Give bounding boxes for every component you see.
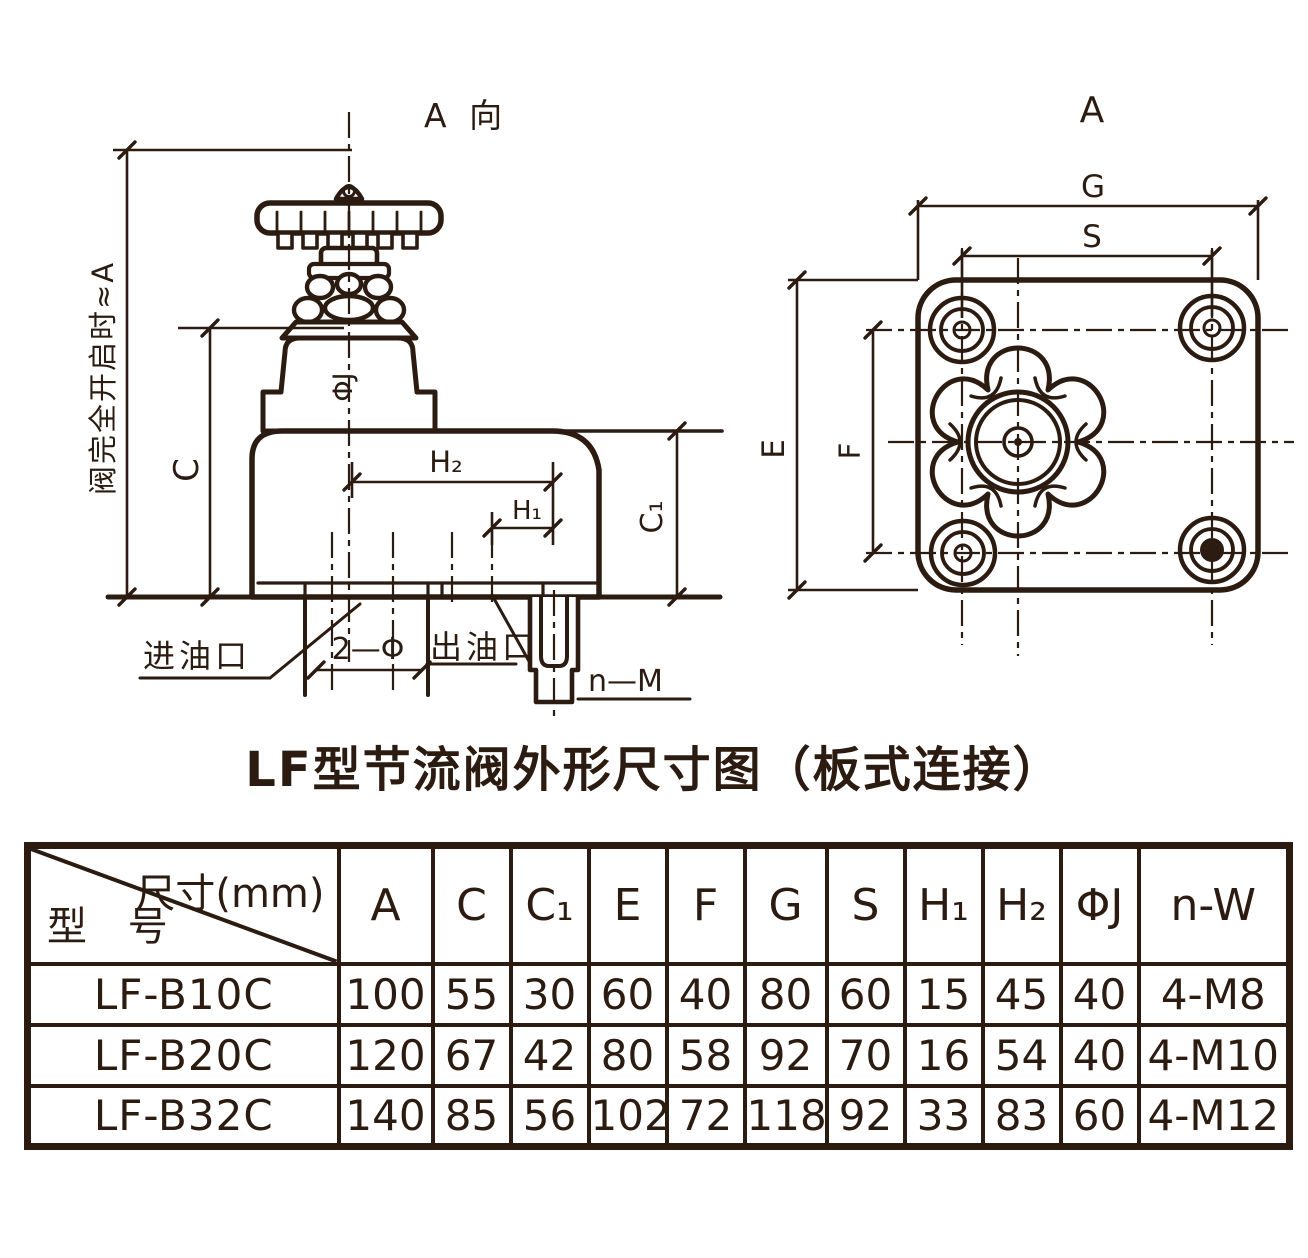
top-view-drawing: A G S E F [756, 90, 1294, 656]
col-header-phij: ΦJ [1058, 843, 1141, 966]
value-cell: 120 [336, 1022, 435, 1088]
side-dimension-lines [113, 148, 679, 672]
value-cell: 54 [980, 1022, 1063, 1088]
value-cell: 100 [336, 961, 435, 1027]
value-cell: 45 [980, 961, 1063, 1027]
value-cell: 80 [742, 961, 829, 1027]
value-cell: 72 [664, 1083, 747, 1149]
value-cell: 40 [1058, 1022, 1141, 1088]
value-cell: 80 [586, 1022, 669, 1088]
value-cell: 16 [902, 1022, 985, 1088]
table-corner-cell: 尺寸(mm) 型 号 [25, 843, 341, 966]
top-dimension-lines [788, 200, 1260, 592]
value-cell: 33 [902, 1083, 985, 1149]
col-header-h1: H₁ [902, 843, 985, 966]
corner-dim-label: 尺寸(mm) [135, 871, 325, 917]
side-leader-lines [138, 593, 692, 701]
col-header-nw: n-W [1136, 843, 1292, 966]
col-header-s: S [824, 843, 907, 966]
f-dim-label: F [833, 443, 867, 460]
value-cell: 60 [586, 961, 669, 1027]
top-dimension-ticks [787, 196, 1268, 600]
value-cell: 30 [508, 961, 591, 1027]
inlet-port-label: 进油口 [143, 637, 251, 675]
table-row: LF-B32C 140 85 56 102 72 118 92 33 83 60… [25, 1083, 1292, 1149]
value-cell: 56 [508, 1083, 591, 1149]
value-cell: 140 [336, 1083, 435, 1149]
model-cell: LF-B10C [25, 961, 341, 1027]
handwheel-teeth [276, 231, 419, 250]
phi-j-dim-label: ΦJ [328, 372, 359, 401]
value-cell: 4-M10 [1136, 1022, 1292, 1088]
inlet-stub [303, 595, 430, 697]
value-cell: 42 [508, 1022, 591, 1088]
table-row: LF-B10C 100 55 30 60 40 80 60 15 45 40 4… [25, 961, 1292, 1027]
stem-nut-cluster [291, 271, 407, 325]
technical-drawing: A 向 阀完全开启时≈A C ΦJ H₂ H₁ C₁ 进油口 2—Φ 出油口 n… [86, 90, 1294, 716]
col-header-e: E [586, 843, 669, 966]
g-dim-label: G [1081, 169, 1105, 205]
h2-dim-label: H₂ [429, 445, 462, 479]
c-dim-label: C [167, 458, 207, 482]
n-m-dim-label: n—M [588, 664, 663, 699]
value-cell: 60 [1058, 1083, 1141, 1149]
value-cell: 4-M8 [1136, 961, 1292, 1027]
value-cell: 85 [430, 1083, 513, 1149]
main-valve-body [249, 428, 602, 600]
col-header-g: G [742, 843, 829, 966]
top-view-direction-label: A [1080, 90, 1105, 131]
side-view-drawing: A 向 阀完全开启时≈A C ΦJ H₂ H₁ C₁ 进油口 2—Φ 出油口 n… [86, 96, 724, 716]
model-cell: LF-B20C [25, 1022, 341, 1088]
value-cell: 58 [664, 1022, 747, 1088]
value-cell: 92 [742, 1022, 829, 1088]
two-phi-dim-label: 2—Φ [332, 632, 405, 667]
value-cell: 4-M12 [1136, 1083, 1292, 1149]
model-cell: LF-B32C [25, 1083, 341, 1149]
full-open-dim-label: 阀完全开启时≈A [86, 261, 120, 495]
side-dimension-ticks [117, 140, 687, 680]
value-cell: 67 [430, 1022, 513, 1088]
side-centerlines [330, 112, 556, 716]
handwheel-cap-dot [342, 184, 356, 198]
value-cell: 55 [430, 961, 513, 1027]
value-cell: 70 [824, 1022, 907, 1088]
value-cell: 40 [664, 961, 747, 1027]
dimension-table: 尺寸(mm) 型 号 A C C₁ E F G S H₁ H₂ ΦJ n-W L… [24, 842, 1293, 1150]
h1-dim-label: H₁ [512, 496, 542, 526]
e-dim-label: E [756, 439, 792, 459]
value-cell: 92 [824, 1083, 907, 1149]
figure-title: LF型节流阀外形尺寸图（板式连接） [245, 742, 1063, 798]
value-cell: 118 [742, 1083, 829, 1149]
col-header-h2: H₂ [980, 843, 1063, 966]
view-direction-label: A 向 [424, 96, 508, 135]
table-header-row: 尺寸(mm) 型 号 A C C₁ E F G S H₁ H₂ ΦJ n-W [25, 843, 1292, 966]
value-cell: 40 [1058, 961, 1141, 1027]
table-row: LF-B20C 120 67 42 80 58 92 70 16 54 40 4… [25, 1022, 1292, 1088]
col-header-c1: C₁ [508, 843, 591, 966]
c1-dim-label: C₁ [635, 501, 670, 534]
outlet-port-label: 出油口 [430, 628, 538, 666]
col-header-c: C [430, 843, 513, 966]
value-cell: 83 [980, 1083, 1063, 1149]
value-cell: 15 [902, 961, 985, 1027]
s-dim-label: S [1082, 219, 1102, 255]
bonnet-shoulder [279, 319, 419, 341]
corner-model-label: 型 号 [47, 903, 182, 950]
corner-diagonal-line [31, 849, 337, 962]
col-header-a: A [336, 843, 435, 966]
value-cell: 102 [586, 1083, 669, 1149]
top-centerlines [866, 248, 1294, 656]
value-cell: 60 [824, 961, 907, 1027]
col-header-f: F [664, 843, 747, 966]
